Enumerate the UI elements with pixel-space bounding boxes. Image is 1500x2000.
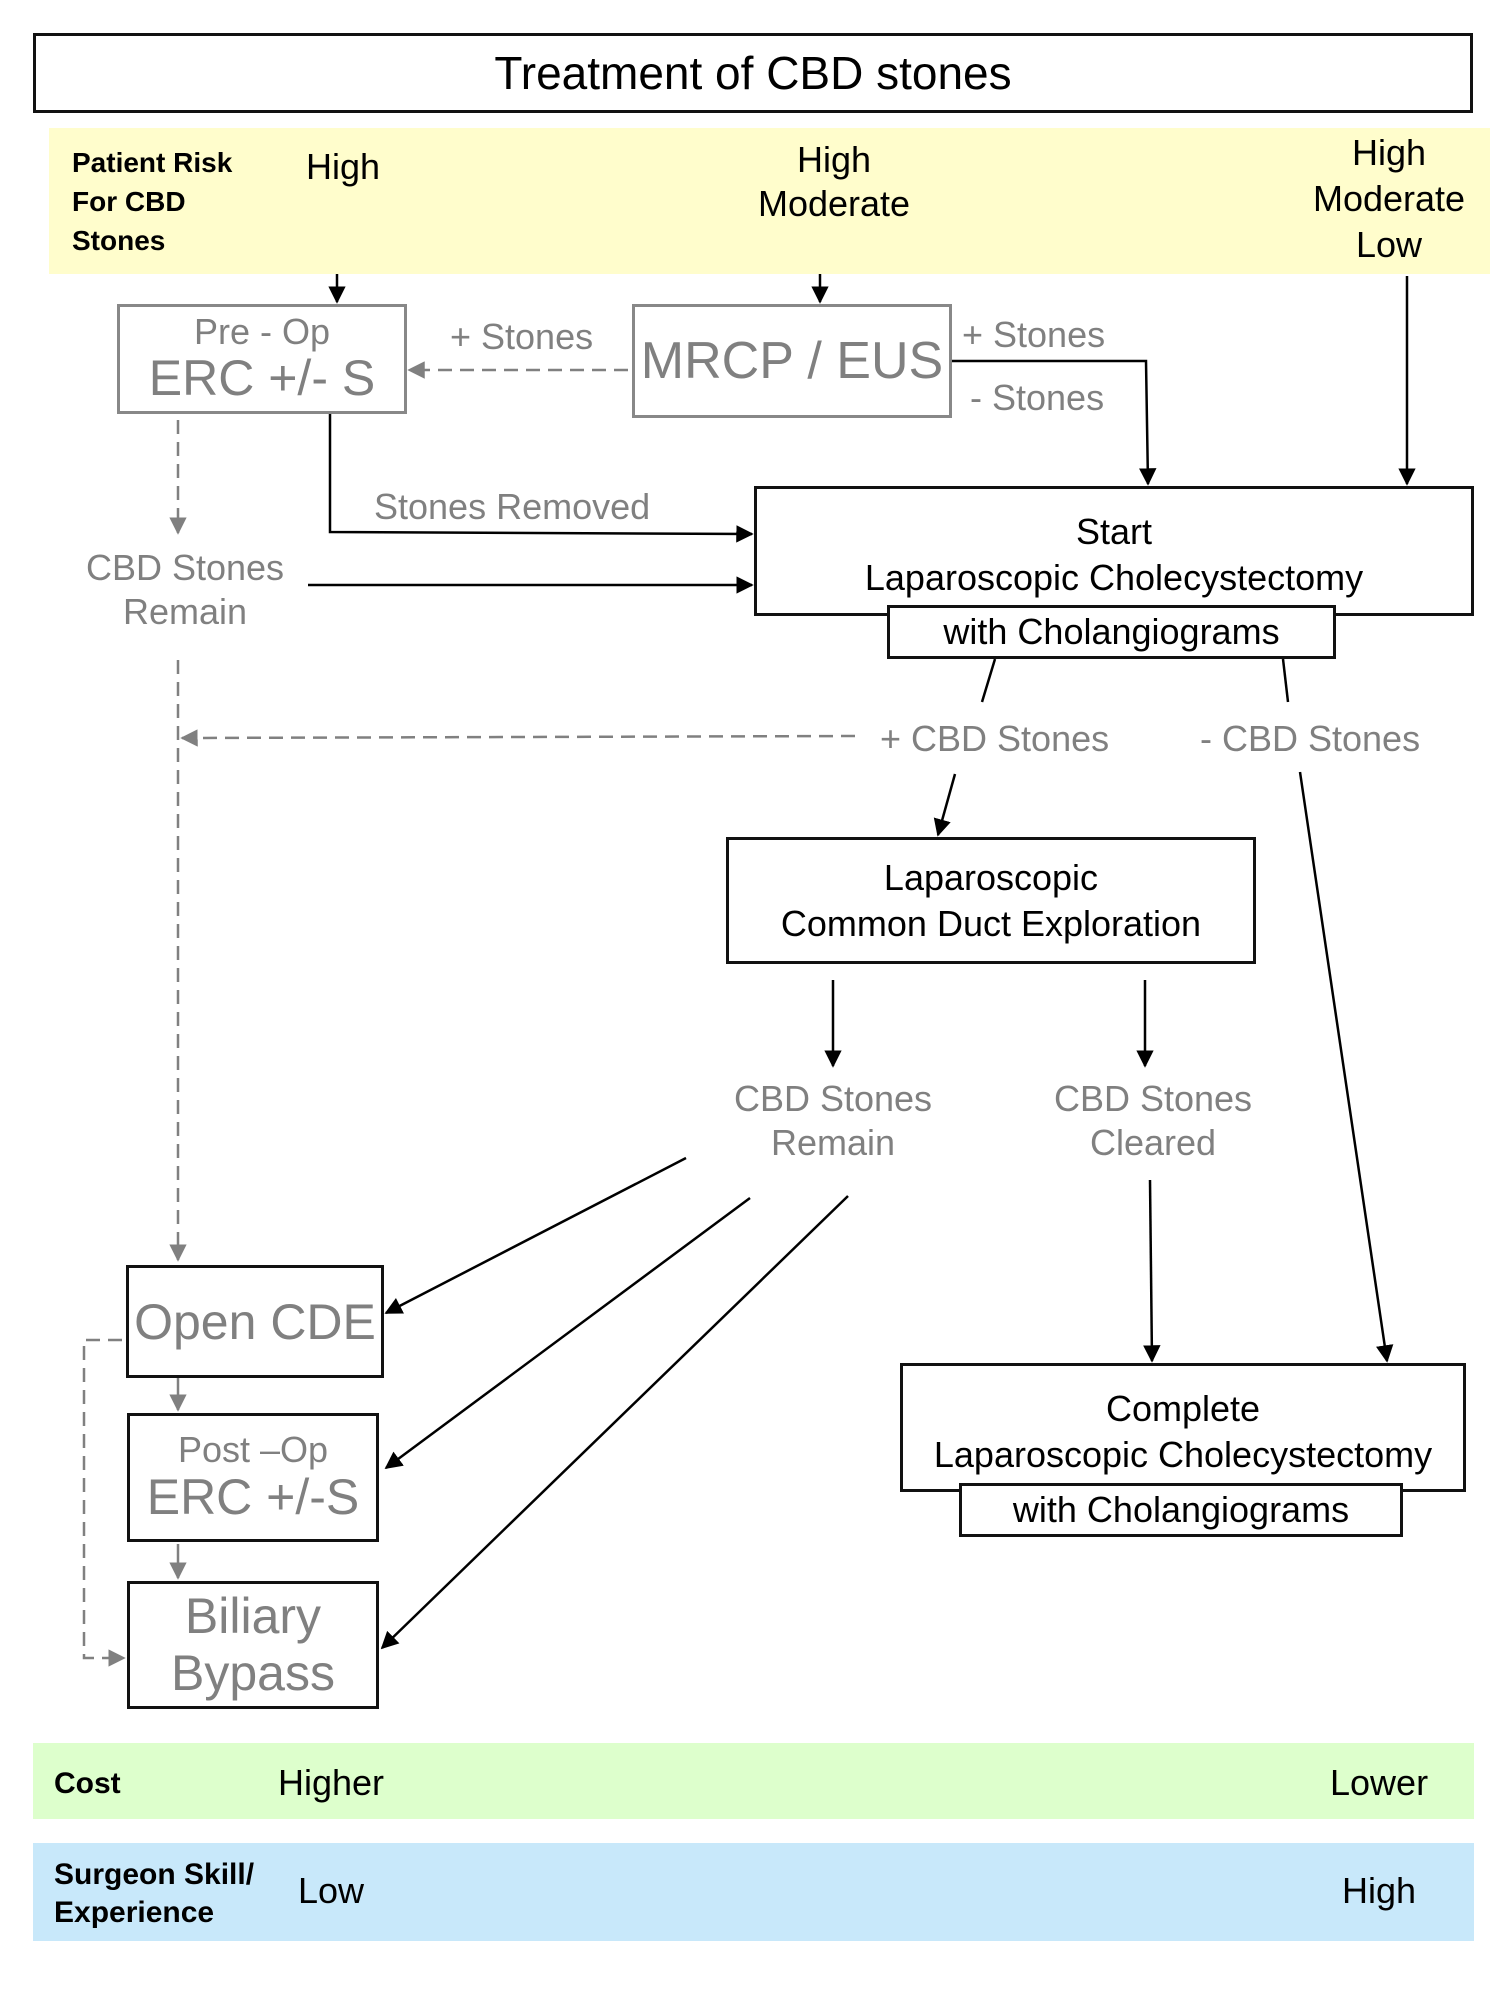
cost-from: Higher xyxy=(278,1762,385,1803)
label-plus-stones-right: + Stones xyxy=(962,314,1106,355)
complete-lap-chole-node: Complete Laparoscopic Cholecystectomy xyxy=(900,1363,1466,1492)
patient-risk-band xyxy=(49,128,1490,274)
page-title: Treatment of CBD stones xyxy=(494,47,1012,99)
skill-from: Low xyxy=(298,1870,365,1911)
arrow-mrcp-neg-to-start xyxy=(952,359,1157,486)
skill-label: Surgeon Skill/ Experience xyxy=(54,1858,255,1929)
label-plus-stones-left: + Stones xyxy=(450,316,594,357)
preop-erc-node: Pre - Op ERC +/- S xyxy=(117,304,407,414)
arrow-remain-to-postop xyxy=(384,1196,751,1470)
cost-label: Cost xyxy=(54,1767,121,1800)
title-box: Treatment of CBD stones xyxy=(33,33,1473,113)
arrow-stones-removed xyxy=(328,414,754,543)
complete-cholangiograms-tag: with Cholangiograms xyxy=(959,1483,1403,1537)
skill-band xyxy=(33,1843,1474,1941)
dashed-arrow-open-cde-to-bypass xyxy=(82,1338,126,1667)
biliary-bypass-node: Biliary Bypass xyxy=(127,1581,379,1709)
cost-band xyxy=(33,1743,1474,1819)
label-cbd-stones-cleared: CBD Stones Cleared xyxy=(1053,1078,1253,1163)
lap-cde-node: Laparoscopic Common Duct Exploration xyxy=(726,837,1256,964)
cost-to: Lower xyxy=(1330,1762,1429,1803)
label-cbd-stones-remain-2: CBD Stones Remain xyxy=(733,1078,933,1163)
arrow-remain-to-bypass xyxy=(380,1195,849,1650)
postop-erc-node: Post –Op ERC +/-S xyxy=(127,1413,379,1542)
label-minus-stones: - Stones xyxy=(970,377,1105,418)
arrow-remain-to-open-cde xyxy=(384,1156,687,1315)
label-stones-removed: Stones Removed xyxy=(374,486,651,527)
label-cbd-stones-remain-1: CBD Stones Remain xyxy=(85,547,285,632)
risk-col-2: High Moderate xyxy=(757,139,911,224)
label-minus-cbd-stones: - CBD Stones xyxy=(1200,718,1421,759)
risk-col-1: High xyxy=(306,146,381,187)
start-lap-chole-node: Start Laparoscopic Cholecystectomy xyxy=(754,486,1474,616)
risk-col-3: High Moderate Low xyxy=(1312,132,1466,265)
mrcp-eus-node: MRCP / EUS xyxy=(632,304,952,418)
open-cde-node: Open CDE xyxy=(126,1265,384,1378)
arrow-cleared-to-complete xyxy=(1143,1179,1161,1363)
line-start-to-minus-cbd xyxy=(1281,658,1290,703)
start-cholangiograms-tag: with Cholangiograms xyxy=(887,605,1336,659)
arrow-plus-cbd-to-lcde xyxy=(933,773,957,837)
risk-label: Patient Risk For CBD Stones xyxy=(72,147,233,256)
line-start-to-plus-cbd xyxy=(980,658,997,703)
arrow-minus-cbd-to-complete xyxy=(1298,771,1394,1363)
skill-to: High xyxy=(1342,1870,1417,1911)
label-plus-cbd-stones: + CBD Stones xyxy=(880,718,1110,759)
dashed-arrow-plus-cbd-to-left xyxy=(180,729,856,747)
